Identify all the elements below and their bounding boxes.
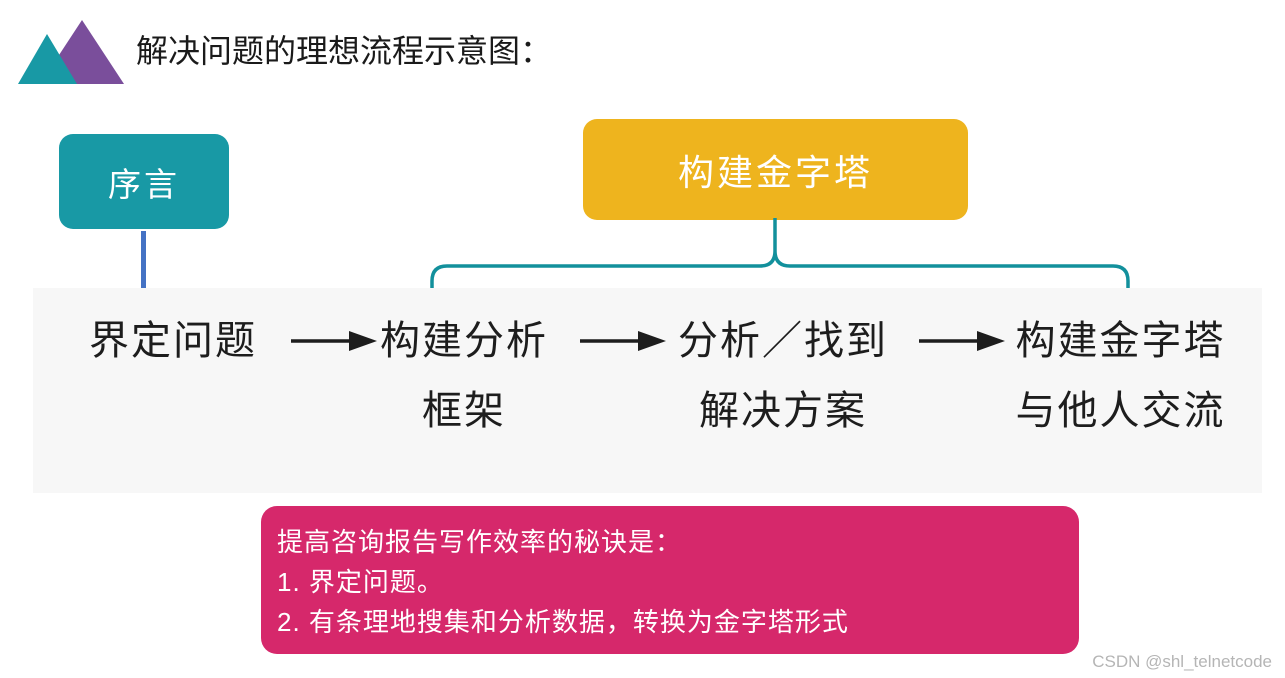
callout-line-1: 提高咨询报告写作效率的秘诀是： (277, 527, 683, 557)
box-preface-label: 序言 (108, 167, 180, 204)
flow-step-3[interactable]: 分析／找到 解决方案 (678, 318, 888, 433)
connector-pyramid-curly-brace (430, 218, 1130, 313)
callout-box: 提高咨询报告写作效率的秘诀是： 1. 界定问题。 2. 有条理地搜集和分析数据，… (261, 506, 1079, 654)
callout-line-2: 1. 界定问题。 (277, 567, 444, 597)
dual-triangle-logo-icon (18, 20, 124, 84)
arrow-right-icon-2 (580, 331, 666, 351)
flow-step-1[interactable]: 界定问题 (89, 318, 257, 363)
flow-diagram-panel: 界定问题 构建分析 框架 分析／找到 解决方案 构建金字塔 与他人交流 (33, 288, 1262, 493)
connector-preface-vertical-line (141, 231, 146, 303)
box-preface[interactable]: 序言 (59, 134, 229, 229)
box-pyramid[interactable]: 构建金字塔 (583, 119, 968, 220)
flow-step-4[interactable]: 构建金字塔 与他人交流 (1015, 318, 1226, 433)
box-pyramid-label: 构建金字塔 (677, 152, 873, 193)
page-title: 解决问题的理想流程示意图： (136, 33, 553, 69)
arrow-right-icon-1 (291, 331, 377, 351)
callout-line-3: 2. 有条理地搜集和分析数据，转换为金字塔形式 (277, 607, 849, 637)
slide-header: 解决问题的理想流程示意图： (0, 0, 1285, 100)
flow-step-2[interactable]: 构建分析 框架 (380, 318, 548, 433)
flow-steps-row: 界定问题 构建分析 框架 分析／找到 解决方案 构建金字塔 与他人交流 (33, 288, 1262, 493)
watermark: CSDN @shl_telnetcode (1092, 652, 1272, 671)
arrow-right-icon-3 (919, 331, 1005, 351)
